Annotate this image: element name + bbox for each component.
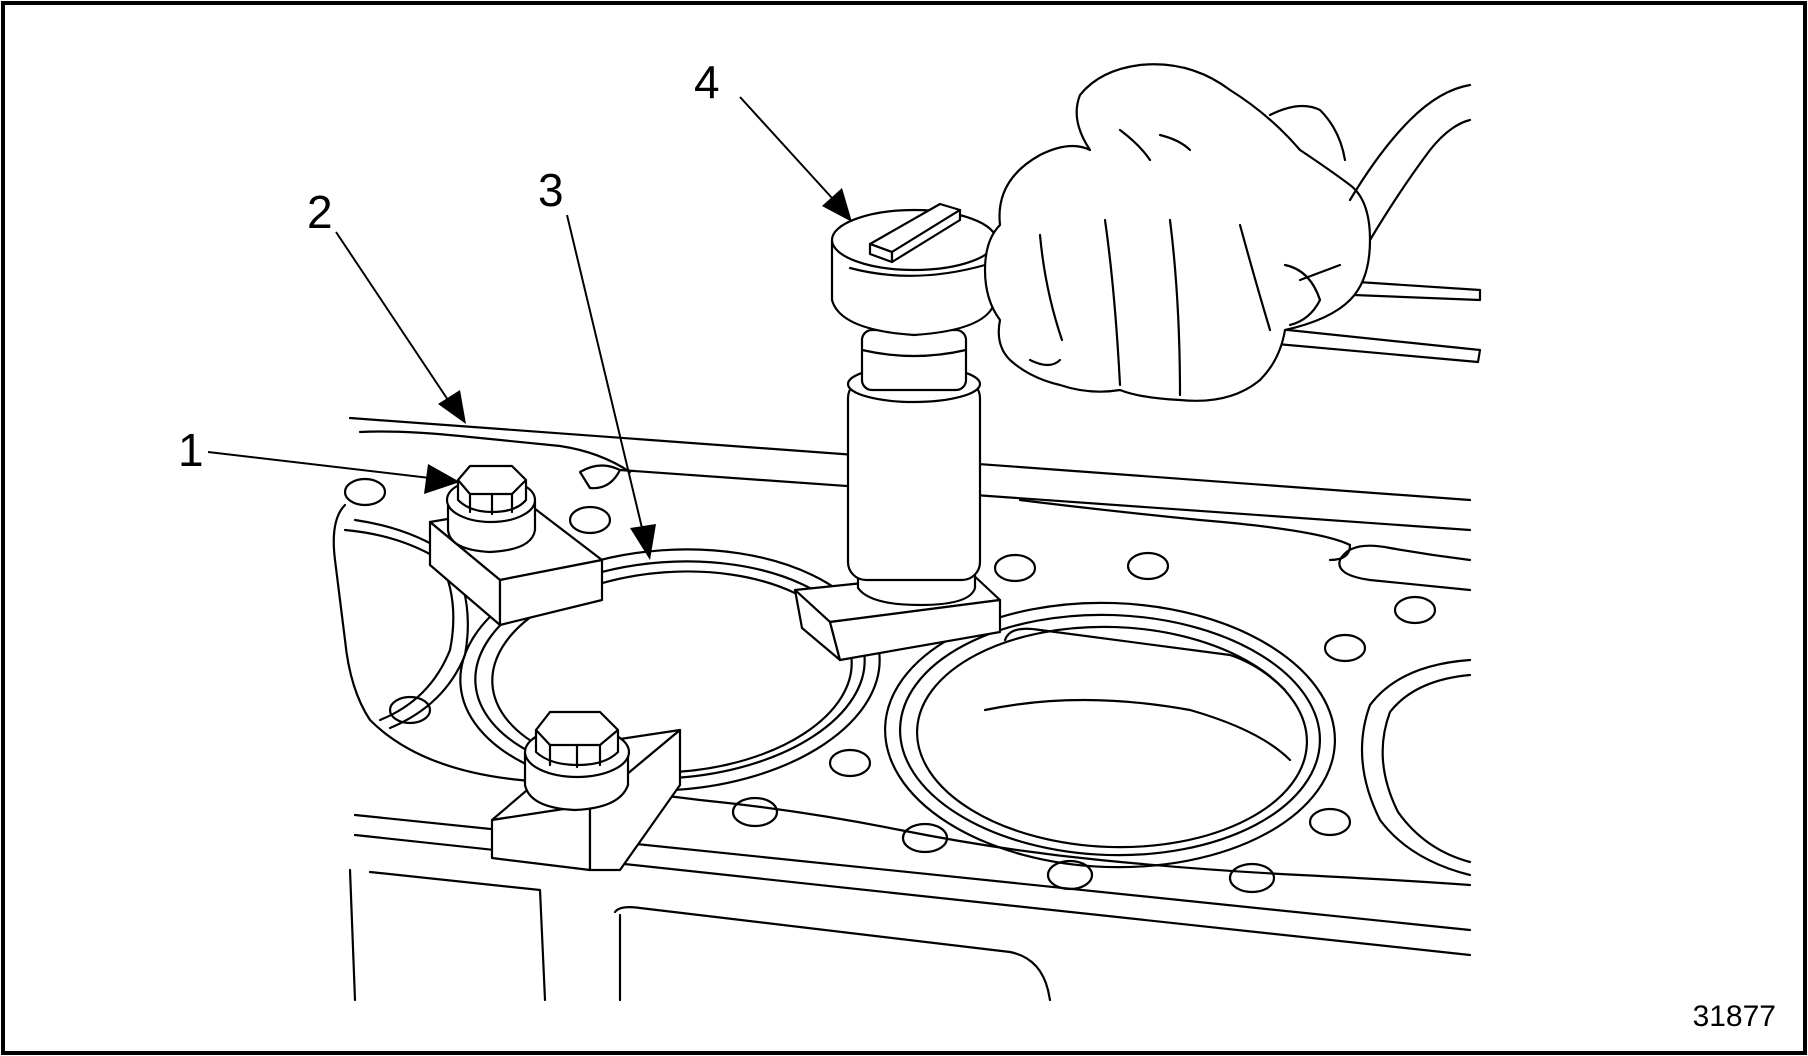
callout-leaders [207, 96, 852, 560]
callout-3: 3 [538, 164, 564, 216]
callout-1: 1 [178, 424, 204, 476]
cylinder-block [332, 416, 1472, 1002]
technician-hand [983, 63, 1472, 402]
callout-2: 2 [307, 186, 333, 238]
figure-number: 31877 [1693, 1000, 1776, 1033]
callout-4: 4 [694, 56, 720, 108]
liner-clamp-lower [490, 710, 682, 872]
liner-clamp-upper-left [428, 464, 604, 627]
